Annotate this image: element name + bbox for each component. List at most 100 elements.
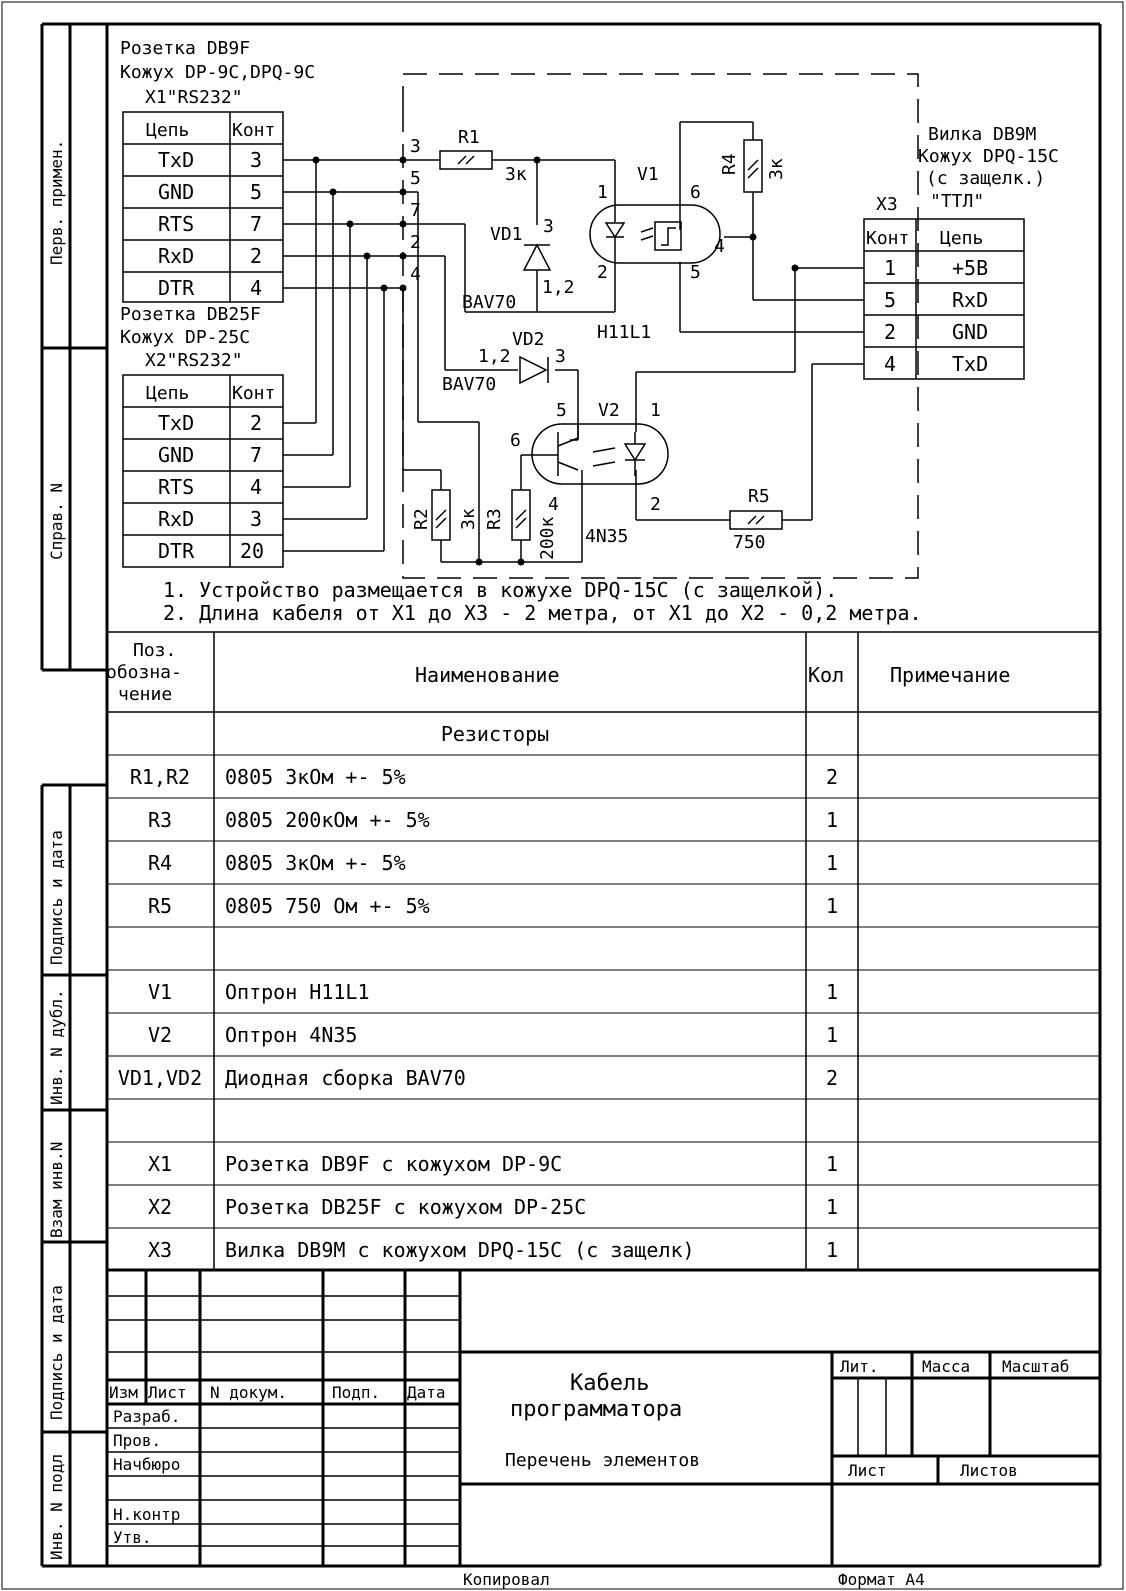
x1-row-name: DTR: [158, 276, 195, 300]
resistor-r4: [743, 139, 763, 193]
bom-cell-pos: X2: [148, 1195, 172, 1219]
bom-cell-name: Оптрон H11L1: [225, 980, 370, 1004]
stamp-col-doc: N докум.: [210, 1383, 287, 1402]
v2-pin: 5: [556, 400, 567, 421]
x2-head-pin: Конт: [232, 383, 275, 404]
resistor-r2: [431, 489, 451, 541]
bom-head-note: Примечание: [890, 663, 1010, 687]
x2-row-name: GND: [158, 443, 194, 467]
x1-row-pin: 3: [250, 148, 262, 172]
x2-row-name: RTS: [158, 475, 194, 499]
bom-cell-pos: X3: [148, 1238, 172, 1262]
vd2-type: BAV70: [442, 374, 496, 395]
margin-podpis2: Подпись и дата: [47, 1285, 66, 1420]
bom-head-name: Наименование: [415, 663, 560, 687]
x1-row-pin: 2: [250, 244, 262, 268]
bom-head-pos3: чение: [118, 684, 172, 705]
x2-row-pin: 4: [250, 475, 262, 499]
bom-cell-qty: 1: [826, 1023, 838, 1047]
bom-head-qty: Кол: [808, 663, 844, 687]
x3-row-name: GND: [952, 320, 988, 344]
x3-title1: Вилка DB9M: [928, 124, 1037, 145]
bus-pin-label: 5: [410, 168, 421, 189]
title-block: Изм Лист N докум. Подп. Дата Разраб. Про…: [107, 1268, 1100, 1566]
vd1-type: BAV70: [462, 292, 516, 313]
footer-copied: Копировал: [463, 1570, 550, 1589]
v2-pin: 6: [510, 430, 521, 451]
bom-cell-name: Резисторы: [441, 722, 549, 746]
stamp-col-sign: Подп.: [332, 1383, 380, 1402]
bom-cell-name: 0805 3кОм +- 5%: [225, 851, 406, 875]
x1-title3: X1"RS232": [145, 87, 243, 108]
v1-pin: 2: [597, 262, 608, 283]
r2-value: 3к: [458, 508, 479, 530]
x1-table: [122, 111, 284, 303]
x2-row-pin: 2: [250, 411, 262, 435]
bom-cell-name: Розетка DB9F с кожухом DP-9C: [225, 1152, 562, 1176]
bom-cell-qty: 1: [826, 1195, 838, 1219]
bom-cell-pos: VD1,VD2: [118, 1066, 202, 1090]
x1-row-pin: 5: [250, 180, 262, 204]
stamp-lit: Лит.: [840, 1357, 879, 1376]
x3-title4: "ТТЛ": [930, 191, 984, 212]
stamp-role: Утв.: [113, 1528, 152, 1547]
resistor-r3: [511, 489, 531, 541]
margin-vzam: Взам инв.N: [47, 1142, 66, 1238]
x2-row-pin: 7: [250, 443, 262, 467]
x1-row-pin: 7: [250, 212, 262, 236]
v1-pin: 6: [690, 182, 701, 203]
bom-cell-pos: R3: [148, 808, 172, 832]
x2-head-circuit: Цепь: [146, 383, 189, 404]
bom-cell-name: 0805 750 Ом +- 5%: [225, 894, 430, 918]
optocoupler-v2: [530, 423, 669, 500]
x2-row-name: RxD: [158, 507, 194, 531]
stamp-col-list: Лист: [148, 1383, 187, 1402]
junction-dots: [312, 156, 799, 566]
v2-pin: 4: [548, 494, 559, 515]
bom-head-pos2: обозна-: [106, 662, 182, 683]
vd2-pins: 1,2: [478, 346, 511, 367]
stamp-role: Н.контр: [113, 1505, 180, 1524]
bom-cell-name: Оптрон 4N35: [225, 1023, 357, 1047]
bom-cell-qty: 1: [826, 980, 838, 1004]
r4-value: 3к: [766, 158, 787, 180]
resistor-r5: [729, 510, 783, 530]
vd1-pins: 1,2: [542, 277, 575, 298]
stamp-mass: Масса: [922, 1357, 970, 1376]
bom-cell-pos: X1: [148, 1152, 172, 1176]
vd1-label: VD1: [490, 224, 523, 245]
bus-pin-label: 2: [410, 232, 421, 253]
stamp-col-izm: Изм: [109, 1383, 138, 1402]
x1-head-pin: Конт: [232, 120, 275, 141]
bom-cell-qty: 1: [826, 1152, 838, 1176]
x2-row-pin: 20: [240, 539, 264, 563]
bom-cell-qty: 2: [826, 765, 838, 789]
bom-cell-name: 0805 200кОм +- 5%: [225, 808, 430, 832]
x3-head-pin: Конт: [866, 228, 909, 249]
bom-cell-pos: R5: [148, 894, 172, 918]
r3-value: 200к: [537, 516, 558, 560]
x1-row-name: RxD: [158, 244, 194, 268]
optocoupler-v1: [589, 204, 721, 264]
main-frame: [40, 22, 1102, 1568]
v2-label: V2: [598, 400, 620, 421]
x2-title2: Кожух DP-25C: [120, 327, 250, 348]
r5-label: R5: [748, 486, 770, 507]
x3-title3: (с защелк.): [926, 168, 1045, 189]
v2-pin: 1: [650, 400, 661, 421]
x2-row-name: DTR: [158, 539, 195, 563]
x3-row-pin: 2: [884, 320, 896, 344]
bom-cell-qty: 1: [826, 1238, 838, 1262]
margin-inv-dubl: Инв. N дубл.: [47, 989, 66, 1105]
x2-row-pin: 3: [250, 507, 262, 531]
vd2-pin3: 3: [555, 346, 566, 367]
margin-inv-podl: Инв. N подл: [47, 1454, 66, 1560]
x1-title1: Розетка DB9F: [120, 38, 250, 59]
r4-label: R4: [719, 153, 740, 175]
x3-title2: Кожух DPQ-15C: [918, 146, 1059, 167]
enclosure-dashed: [402, 73, 919, 579]
note-2: 2. Длина кабеля от X1 до X3 - 2 метра, о…: [163, 601, 922, 625]
bom-cell-pos: R4: [148, 851, 172, 875]
v1-type: H11L1: [597, 322, 651, 343]
x3-label: X3: [876, 194, 898, 215]
